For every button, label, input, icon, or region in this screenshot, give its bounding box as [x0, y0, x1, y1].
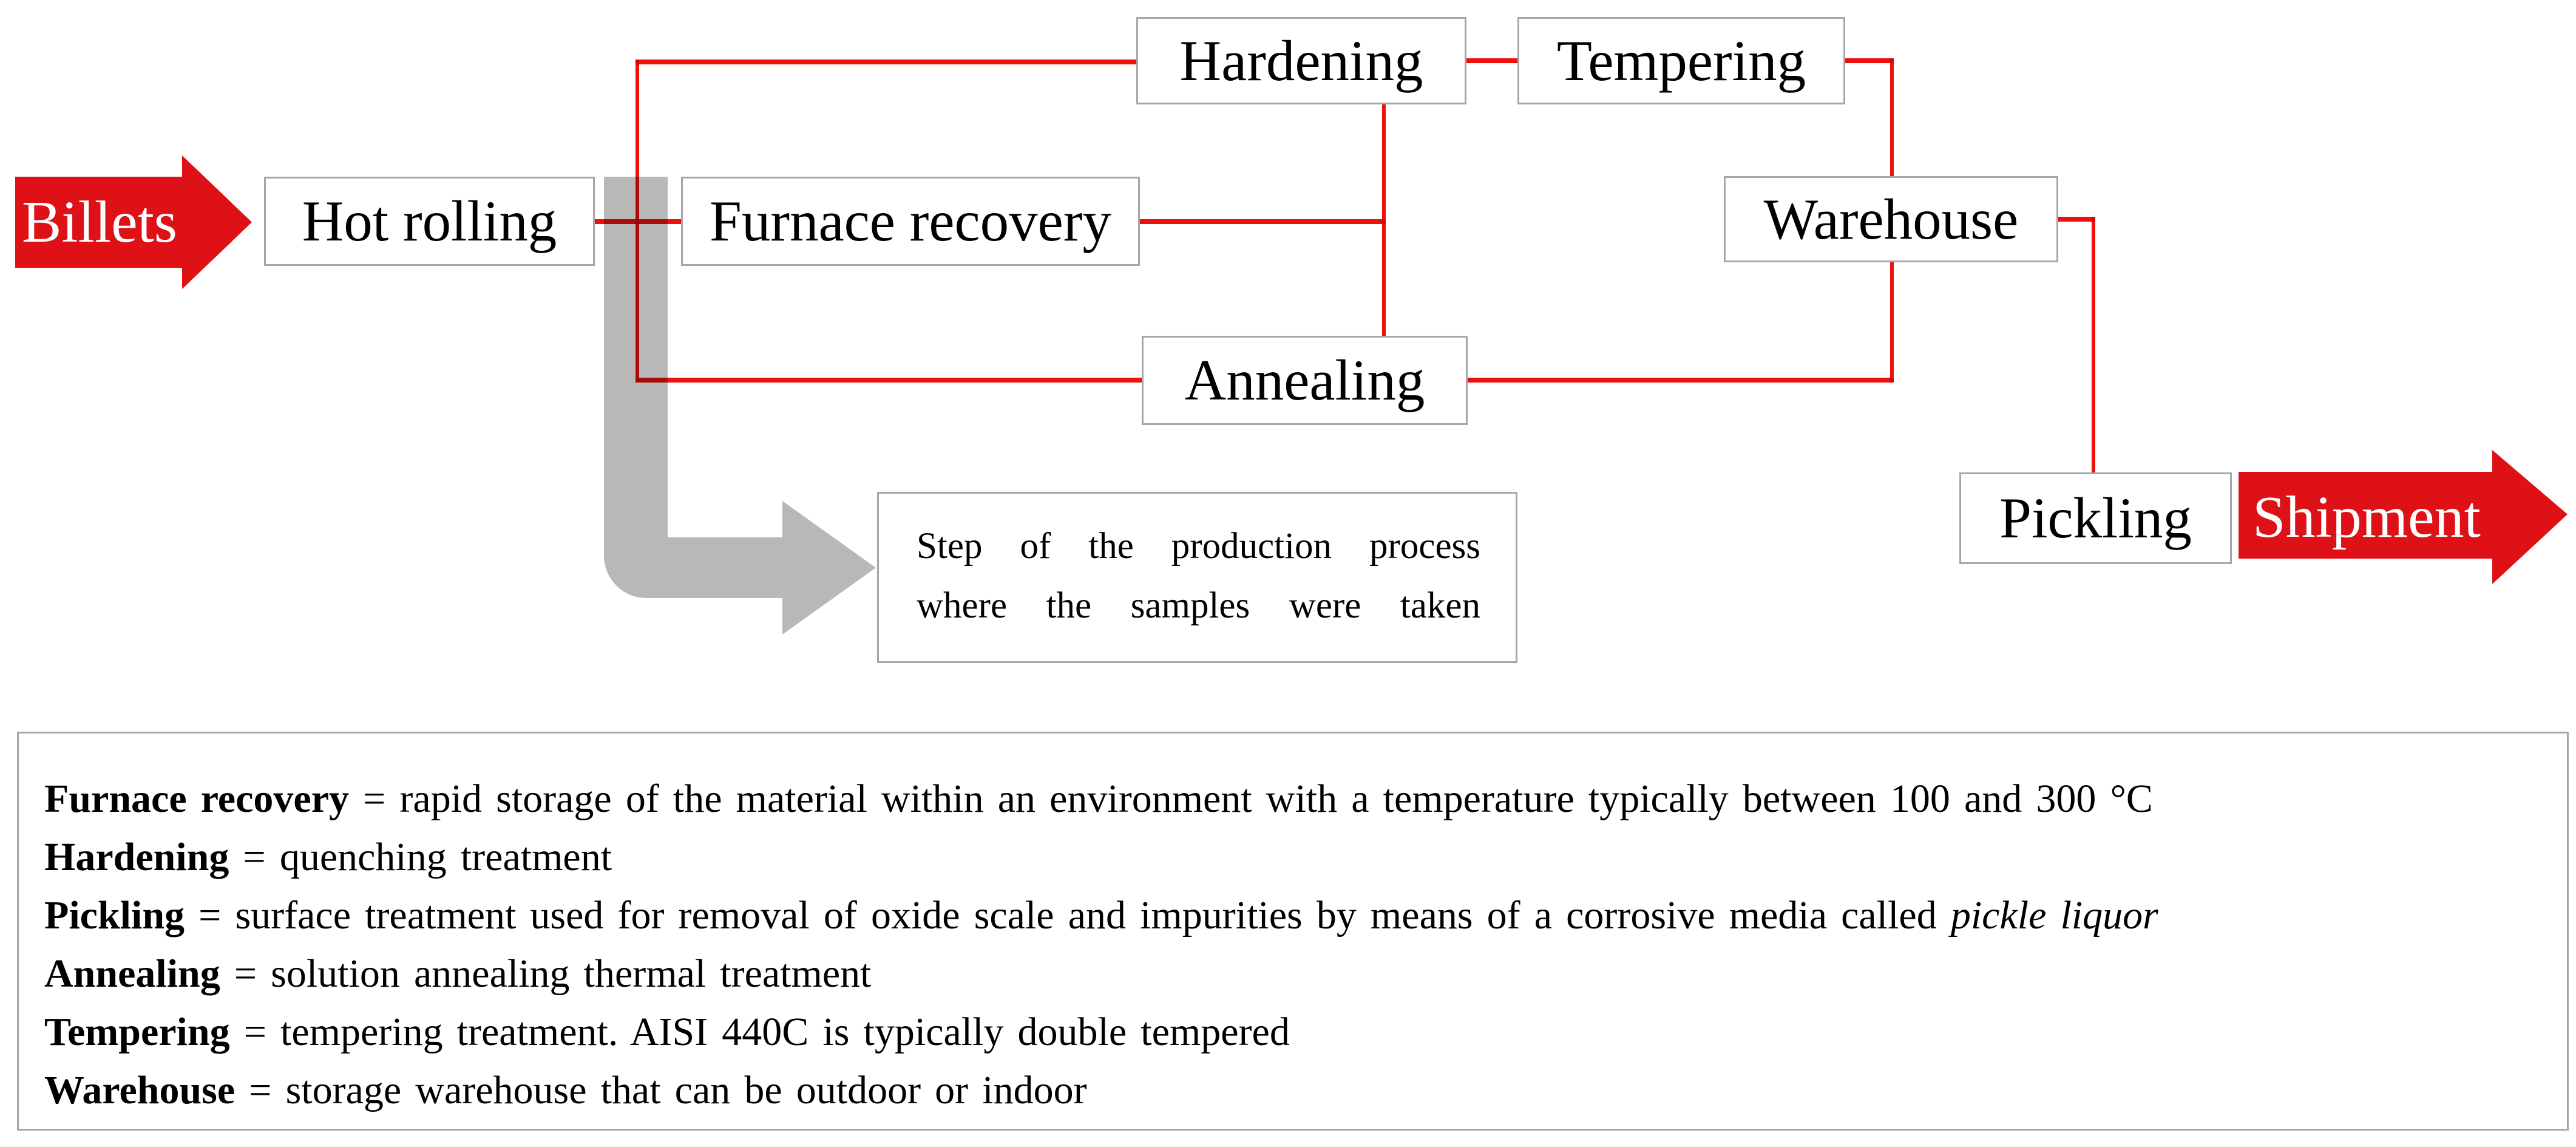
legend-item-furnace-recovery: Furnace recovery = rapid storage of the …: [44, 777, 2153, 821]
connector-to-pickling-vertical: [2092, 217, 2095, 475]
shipment-arrow: Shipment: [2239, 450, 2568, 584]
box-pickling-label: Pickling: [1999, 486, 2192, 550]
billets-arrow: Billets: [15, 155, 252, 289]
legend-item-hardening: Hardening = quenching treatment: [44, 835, 612, 879]
samples-note-box: Step of the production process where the…: [877, 492, 1517, 663]
box-pickling: Pickling: [1959, 472, 2232, 564]
box-tempering-label: Tempering: [1556, 28, 1806, 93]
connector-hardening-annealing-vertical: [1382, 102, 1386, 339]
legend-item-annealing: Annealing = solution annealing thermal t…: [44, 951, 872, 996]
legend-item-warehouse: Warehouse = storage warehouse that can b…: [44, 1068, 1087, 1112]
connector-left-annealing-horizontal: [636, 378, 1144, 383]
connector-to-hardening-horizontal: [636, 60, 1139, 64]
box-hot-rolling: Hot rolling: [264, 177, 595, 266]
connector-furnace-junction: [1138, 219, 1386, 224]
samples-note-line2: where the samples were taken: [917, 585, 1480, 626]
box-furnace-recovery: Furnace recovery: [681, 177, 1140, 266]
legend-box: Furnace recovery = rapid storage of the …: [17, 732, 2569, 1131]
box-annealing-label: Annealing: [1184, 348, 1425, 412]
sample-arrow-horizontal-bar: [648, 537, 784, 598]
connector-warehouse-bottom-vertical: [1890, 260, 1894, 383]
connector-hotrolling-furnace: [592, 219, 683, 224]
box-annealing: Annealing: [1142, 336, 1468, 425]
box-warehouse-label: Warehouse: [1763, 186, 2019, 251]
legend-item-tempering: Tempering = tempering treatment. AISI 44…: [44, 1010, 1290, 1054]
connector-tempering-corner: [1843, 58, 1894, 63]
shipment-label: Shipment: [2252, 484, 2481, 550]
connector-corner-warehouse-top: [1890, 58, 1894, 179]
sample-arrow-head-icon: [782, 501, 876, 635]
box-tempering: Tempering: [1517, 17, 1845, 104]
connector-hardening-tempering: [1464, 58, 1520, 63]
billets-label: Billets: [22, 189, 177, 255]
box-hot-rolling-label: Hot rolling: [302, 189, 557, 253]
samples-note-line1: Step of the production process: [917, 526, 1480, 567]
connector-warehouse-right-horizontal: [2056, 217, 2095, 222]
box-hardening-label: Hardening: [1179, 28, 1423, 93]
box-hardening: Hardening: [1136, 17, 1466, 104]
connector-annealing-right-horizontal: [1465, 378, 1894, 383]
box-warehouse: Warehouse: [1724, 176, 2058, 262]
box-furnace-recovery-label: Furnace recovery: [710, 189, 1111, 253]
legend-item-pickling: Pickling = surface treatment used for re…: [44, 893, 2158, 938]
